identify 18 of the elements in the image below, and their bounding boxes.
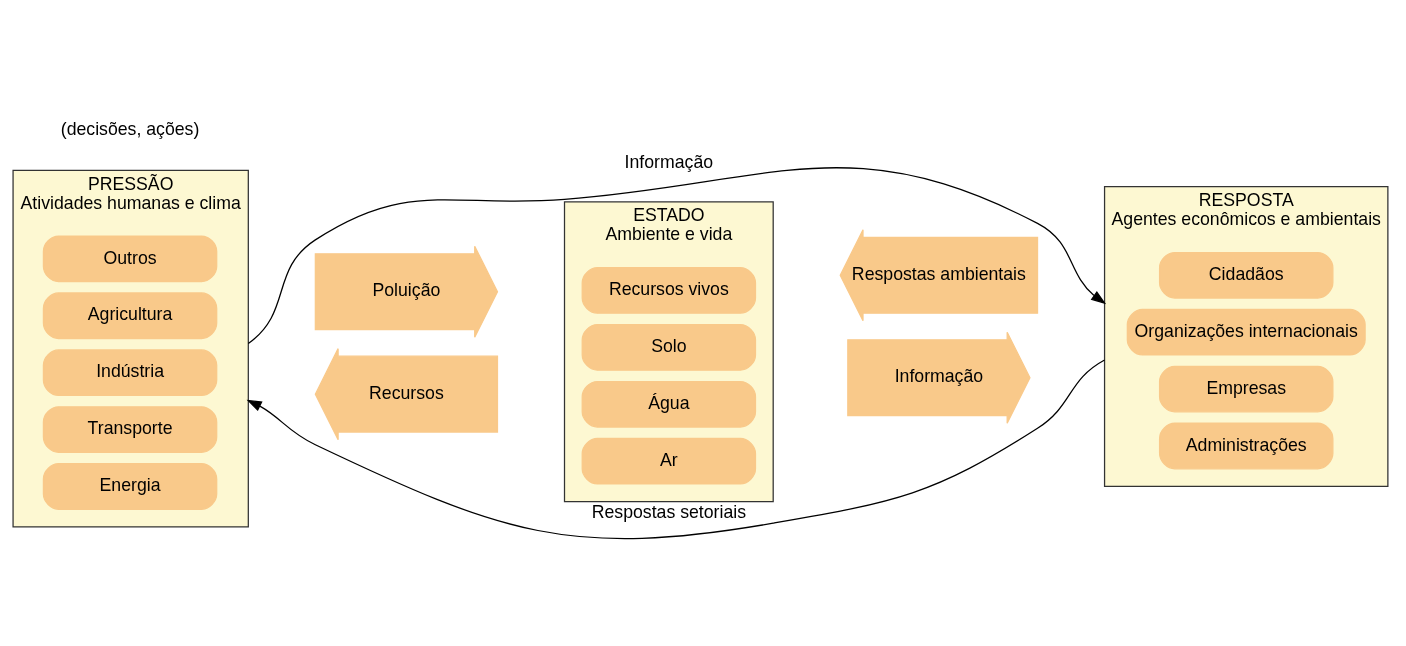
node-box: Empresas xyxy=(1158,365,1334,413)
node-box: Cidadãos xyxy=(1158,251,1334,299)
node-box: Energia xyxy=(42,463,218,510)
node-box: Ar xyxy=(581,437,757,485)
node-box: Indústria xyxy=(42,349,218,397)
arrow xyxy=(247,167,1107,345)
node-box: Solo xyxy=(581,323,757,371)
node-box: Agricultura xyxy=(42,292,218,340)
edge-label: Respostas setoriais xyxy=(591,502,747,523)
label: (decisões, ações) xyxy=(60,118,200,139)
node-box: Água xyxy=(581,380,757,428)
node-box: Outros xyxy=(42,235,218,283)
node-box: Recursos vivos xyxy=(581,267,757,314)
arrow xyxy=(246,359,1106,539)
node-box: Administrações xyxy=(1158,422,1334,470)
node-box: Organizações internacionais xyxy=(1126,308,1366,356)
node-box: Transporte xyxy=(42,406,218,453)
edge-label: Informação xyxy=(624,152,714,173)
